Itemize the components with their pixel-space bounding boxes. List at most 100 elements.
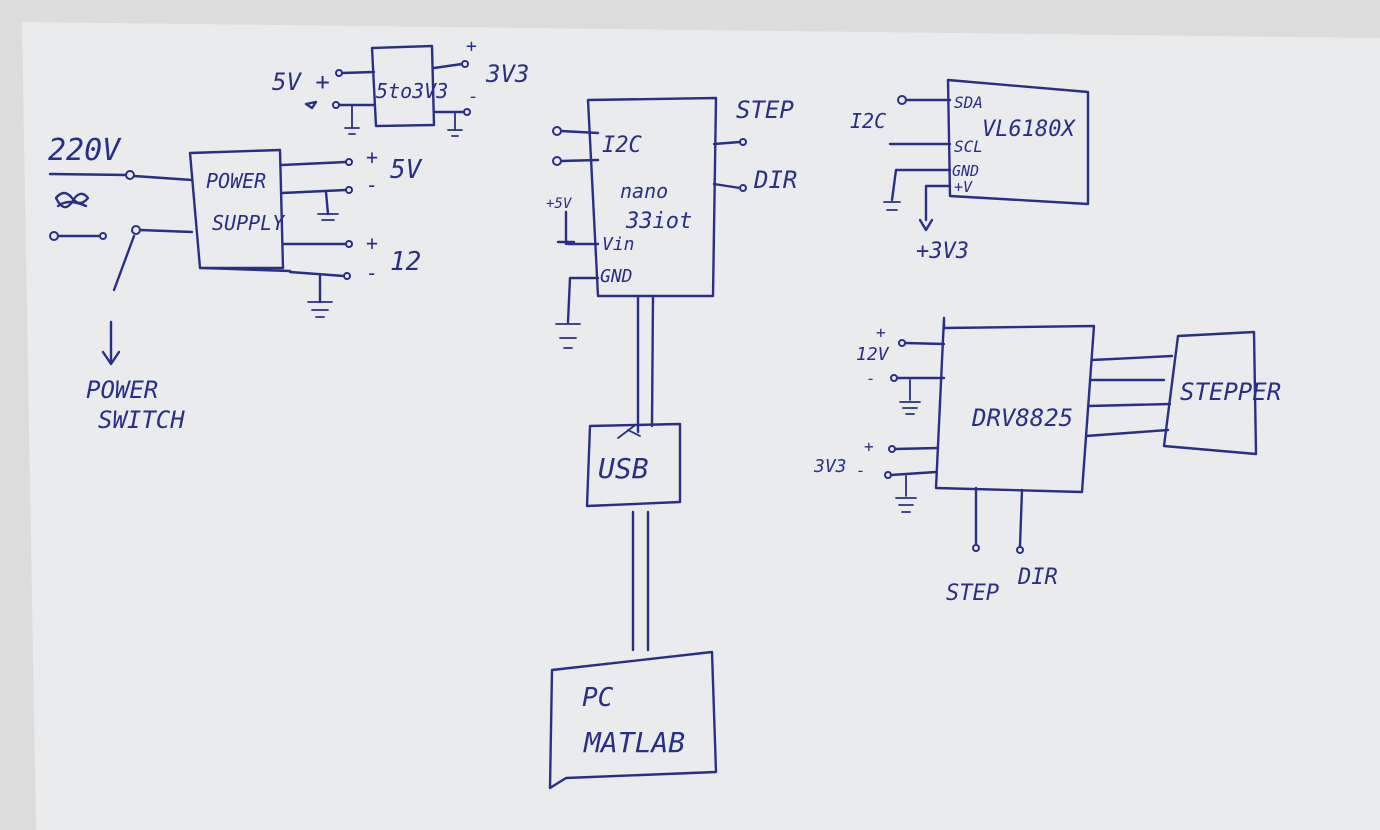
sensor-vplus-label: +V: [954, 178, 973, 196]
out-5v-plus-sign: +: [366, 145, 378, 169]
out-5v-minus-wire: [280, 188, 348, 195]
sensor-vplus-arrow: [918, 218, 934, 232]
mcu-i2c-label: I2C: [602, 133, 642, 158]
out-5v-plus-terminal: [345, 158, 353, 166]
regulator-section: 5V + 5to3V3 + - 3V3: [272, 36, 529, 137]
regulator-in-plus-wire: [340, 70, 376, 75]
usb-section: USB: [585, 422, 682, 652]
out-12-label: 12: [390, 247, 421, 277]
sensor-name: VL6180X: [982, 117, 1076, 142]
switch-arrow-head: [101, 350, 121, 366]
power-switch-label-1: POWER: [86, 376, 158, 404]
mcu-section: I2C nano 33iot +5V Vin GND STEP DIR: [546, 96, 797, 434]
mcu-usb-cable-right: [650, 294, 655, 428]
mcu-gnd-wire: [566, 276, 600, 324]
stepper-box: [1162, 330, 1258, 456]
driver-dir-terminal: [1016, 546, 1024, 554]
out-12-minus-sign: -: [366, 261, 378, 285]
usb-connector-mark: [617, 425, 641, 439]
regulator-box: [370, 44, 436, 128]
regulator-out-minus-sign: -: [468, 86, 479, 107]
pc-section: PC MATLAB: [548, 650, 718, 790]
power-supply-label-2: SUPPLY: [212, 211, 286, 235]
out-12-plus-terminal: [345, 240, 353, 248]
switch-to-supply: [138, 228, 194, 234]
sensor-section: VL6180X I2C SDA SCL GND +V +3V3: [850, 78, 1090, 264]
mcu-step-wire: [712, 140, 742, 146]
driver-step-terminal: [972, 544, 980, 552]
ground-5v-stem: [324, 190, 330, 216]
regulator-in-minus-mark: [304, 100, 318, 110]
driver-12v-minus: -: [866, 369, 876, 388]
driver-box: [934, 316, 1096, 494]
mains-voltage-label: 220V: [48, 133, 122, 168]
driver-name: DRV8825: [971, 404, 1073, 432]
sensor-sda-label: SDA: [954, 93, 983, 112]
driver-12v-label: 12V: [856, 344, 890, 365]
pc-box: [548, 650, 718, 790]
sensor-scl-label: SCL: [954, 137, 983, 156]
out-5v-plus-wire: [280, 160, 348, 167]
regulator-out-plus-terminal: [461, 60, 469, 68]
mains-to-supply-top: [132, 174, 194, 182]
regulator-input-label: 5V +: [272, 68, 330, 96]
driver-dir-wire: [1018, 488, 1024, 548]
power-supply-box: [188, 148, 285, 270]
driver-step-label: STEP: [946, 581, 999, 606]
sensor-box: [946, 78, 1090, 206]
stepper-section: STEPPER: [1162, 330, 1281, 456]
mains-terminal-top: [125, 170, 135, 180]
driver-dir-label: DIR: [1017, 565, 1058, 590]
driver-12v-plus-wire: [903, 341, 946, 346]
pc-label-line1: PC: [582, 683, 614, 713]
driver-3v3-plus: +: [864, 437, 874, 456]
driver-3v3-minus-wire: [889, 470, 938, 477]
mcu-i2c-wire-1: [559, 129, 600, 135]
mcu-dir-label: DIR: [753, 166, 797, 194]
regulator-out-plus-sign: +: [466, 36, 477, 57]
mcu-step-label: STEP: [736, 96, 794, 124]
mcu-step-terminal: [739, 138, 747, 146]
scribble-mark: [54, 191, 90, 209]
mains-wire-top: [48, 172, 130, 177]
mcu-box: [586, 96, 718, 298]
motor-wire-3: [1086, 402, 1172, 408]
motor-wire-4: [1084, 428, 1170, 438]
sensor-vplus-wire: [924, 184, 952, 222]
sensor-i2c-label: I2C: [850, 109, 886, 133]
power-supply-bottom: [201, 266, 292, 273]
out-12-minus-terminal: [343, 272, 351, 280]
usb-label: USB: [598, 452, 649, 485]
sensor-gnd-wire: [890, 168, 952, 202]
mcu-vin-label: Vin: [602, 234, 635, 255]
switch-lever: [112, 234, 136, 292]
sensor-gnd-label: GND: [952, 162, 979, 180]
mcu-name-line2: 33iot: [625, 209, 692, 234]
driver-3v3-label: 3V3: [813, 456, 847, 477]
usb-box: [585, 422, 682, 508]
mcu-i2c-wire-2: [559, 158, 600, 163]
mcu-name-line1: nano: [620, 179, 668, 203]
power-switch-label-2: SWITCH: [98, 406, 185, 434]
driver-3v3-minus: -: [856, 461, 866, 480]
mcu-dir-wire: [712, 182, 742, 190]
sensor-supply-label: +3V3: [916, 239, 969, 264]
power-supply-label-1: POWER: [206, 169, 266, 193]
mcu-gnd-label: GND: [600, 266, 633, 287]
driver-12v-plus: +: [876, 323, 886, 342]
power-section: 220V POWER SUPPLY + - 5V + -: [48, 133, 423, 434]
out-5v-label: 5V: [390, 155, 423, 185]
motor-wire-1: [1090, 354, 1174, 362]
regulator-out-plus-wire: [432, 62, 464, 70]
driver-section: DRV8825 + 12V - + 3V3 - STEP DIR: [813, 316, 1174, 606]
regulator-output-label: 3V3: [485, 60, 529, 88]
switch-terminal-mid: [99, 232, 107, 240]
mcu-plus5v-label: +5V: [546, 196, 573, 212]
stepper-label: STEPPER: [1180, 378, 1281, 406]
driver-3v3-plus-wire: [893, 446, 940, 451]
pc-label-line2: MATLAB: [583, 726, 685, 759]
mcu-dir-terminal: [739, 184, 747, 192]
paper: [22, 22, 1380, 830]
regulator-out-minus-terminal: [463, 108, 471, 116]
